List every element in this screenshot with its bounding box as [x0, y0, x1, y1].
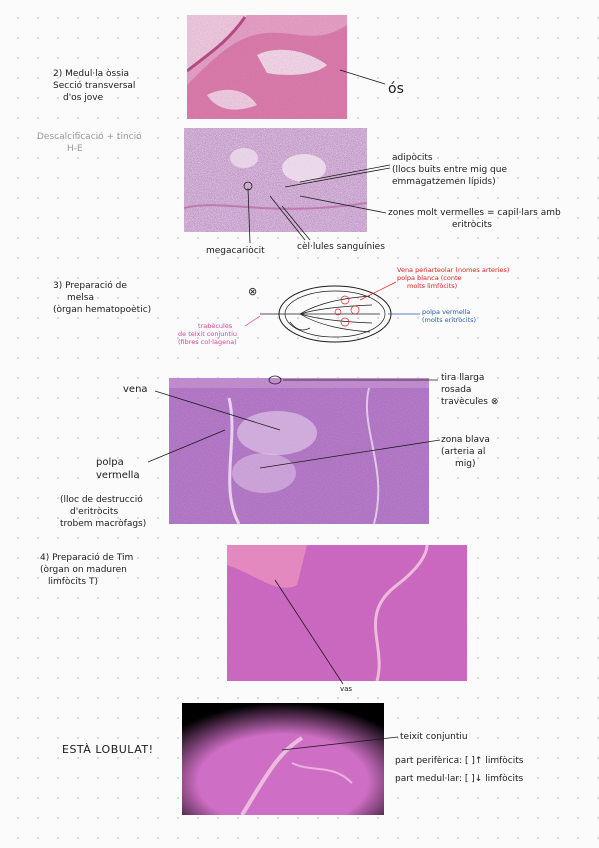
label-line: molts limfòcits) — [407, 282, 458, 290]
label-line: (llocs buits entre mig que — [392, 165, 507, 175]
label-part-medullar: part medul·lar: [ ]↓ limfòcits — [395, 774, 524, 784]
label-line: zones molt vermelles = capil·lars amb — [388, 208, 561, 218]
label-line: eritròcits — [452, 220, 492, 230]
label-line: rosada — [441, 385, 472, 395]
diagram-label-blue: polpa vermella (molts eritròcits) — [422, 308, 476, 324]
technique-line: Descalcificació + tinció — [37, 132, 142, 142]
label-part-periferica: part perifèrica: [ ]↑ limfòcits — [395, 756, 524, 766]
section3-title-line: melsa — [67, 293, 95, 303]
section4-title-line: limfòcits T) — [48, 577, 98, 587]
bone-micrograph — [187, 15, 347, 119]
label-line: adipòcits — [392, 153, 433, 163]
section4-title: 4) Preparació de Tim (òrgan on maduren l… — [40, 552, 133, 588]
label-line: (molts eritròcits) — [422, 316, 477, 324]
spleen-outline — [278, 285, 392, 343]
thymus-micrograph-2 — [182, 703, 384, 815]
section3-title-line: 3) Preparació de — [53, 281, 127, 291]
section2-title-line: d'os jove — [63, 93, 104, 103]
diagram-label-red: Vena periarteolar (nomes arteries) polpa… — [397, 266, 509, 290]
label-line: polpa blanca (conte — [397, 274, 462, 282]
label-line: tira llarga — [441, 373, 485, 383]
label-line: de teixit conjuntiu — [178, 330, 238, 338]
technique-note: Descalcificació + tinció H-E — [37, 131, 142, 155]
label-zones-vermelles: zones molt vermelles = capil·lars amb er… — [388, 207, 561, 231]
label-adipocits: adipòcits (llocs buits entre mig que emm… — [392, 152, 507, 188]
circled-x-mark: ⊗ — [248, 285, 258, 298]
label-lobulat: ESTÀ LOBULAT! — [62, 743, 154, 756]
label-zona-blava: zona blava (arteria al mig) — [441, 434, 490, 470]
label-line: vermella — [96, 470, 140, 481]
pointer-pink — [244, 315, 261, 327]
label-line: Vena periarteolar (nomes arteries) — [397, 266, 510, 274]
label-line: (lloc de destrucció — [60, 495, 143, 505]
note-destruccio: (lloc de destrucció d'eritròcits trobem … — [60, 494, 146, 530]
label-megacariocit: megacariòcit — [206, 246, 265, 256]
label-line: mig) — [455, 459, 476, 469]
section2-title-line: Secció transversal — [53, 81, 136, 91]
label-line: zona blava — [441, 435, 490, 445]
thymus-micrograph-1 — [227, 545, 467, 681]
label-line: d'eritròcits — [70, 507, 119, 517]
label-line: emmagatzemen lípids) — [392, 177, 496, 187]
label-os: ós — [388, 81, 404, 97]
label-vena: vena — [123, 384, 148, 395]
white-pulp-marks — [334, 295, 360, 327]
diagram-label-pink: trabècules de teixit conjuntiu (fibres c… — [178, 322, 237, 346]
label-line: (arteria al — [441, 447, 486, 457]
marrow-micrograph — [184, 128, 367, 232]
section2-title-line: 2) Medul·la òssia — [53, 69, 129, 79]
label-line: travècules ⊗ — [441, 397, 499, 407]
section3-title-line: (òrgan hematopoètic) — [53, 305, 152, 315]
trabecula-lines — [260, 295, 380, 333]
label-line: polpa vermella — [422, 308, 471, 316]
label-line: trabècules — [198, 322, 233, 330]
label-line: trobem macròfags) — [60, 519, 147, 529]
label-vas: vas — [340, 685, 353, 693]
label-polpa-vermella: polpa vermella — [96, 456, 140, 482]
section4-title-line: (òrgan on maduren — [40, 565, 127, 575]
section3-title: 3) Preparació de melsa (òrgan hematopoèt… — [53, 280, 151, 316]
spleen-micrograph — [169, 378, 429, 524]
pointer-red — [359, 281, 397, 301]
section4-title-line: 4) Preparació de Tim — [40, 553, 134, 563]
section2-title: 2) Medul·la òssia Secció transversal d'o… — [53, 68, 135, 104]
label-tira-llarga: tira llarga rosada travècules ⊗ — [441, 372, 498, 408]
label-line: polpa — [96, 457, 124, 468]
technique-line: H-E — [67, 144, 83, 154]
label-cellules: cèl·lules sanguínies — [297, 242, 385, 252]
label-line: (fibres col·lagena) — [178, 338, 237, 346]
label-teixit-conjuntiu: teixit conjuntiu — [400, 732, 468, 742]
spleen-inner — [284, 290, 386, 338]
